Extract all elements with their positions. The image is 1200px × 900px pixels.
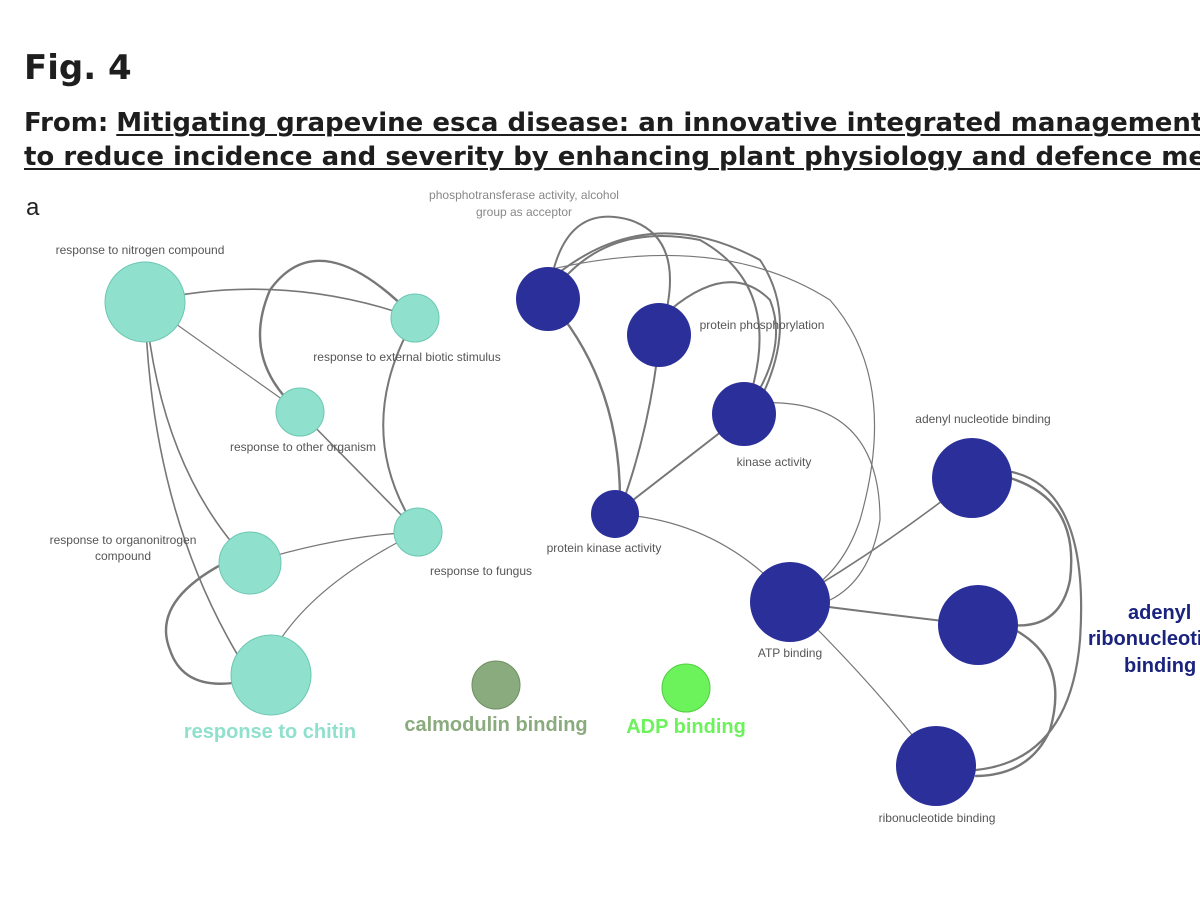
edge-external-other-organism — [258, 259, 417, 414]
label-protein-kinase-activity: protein kinase activity — [547, 541, 662, 555]
source-article: From:Mitigating grapevine esca disease: … — [24, 106, 1200, 174]
node-protein-phosphorylation[interactable] — [627, 303, 691, 367]
edge-fungus-chitin — [279, 531, 419, 641]
label-adenyl-nucleotide-binding: adenyl nucleotide binding — [915, 412, 1050, 426]
label-response-to-nitrogen-compound: response to nitrogen compound — [56, 243, 225, 257]
node-labels-large: response to chitin calmodulin binding AD… — [184, 602, 1200, 743]
edge-organonitrogen-chitin — [164, 558, 252, 685]
label-adenyl-ribonucleotide-line3: binding — [1124, 655, 1196, 677]
edge-other-organism-fungus — [299, 411, 419, 533]
node-atp-binding[interactable] — [750, 562, 830, 642]
edge-external-fungus — [382, 317, 419, 533]
label-response-to-external-biotic-stimulus: response to external biotic stimulus — [313, 350, 500, 364]
node-response-to-nitrogen-compound[interactable] — [104, 261, 186, 343]
label-response-to-other-organism: response to other organism — [230, 440, 376, 454]
node-response-to-chitin[interactable] — [230, 634, 312, 716]
from-prefix: From: — [24, 108, 109, 138]
panel-label: a — [26, 194, 40, 221]
node-kinase-activity[interactable] — [712, 382, 776, 446]
node-response-to-other-organism[interactable] — [275, 387, 325, 437]
edge-nitrogen-external — [144, 288, 416, 319]
edge-phosphotransferase-kinase — [547, 234, 761, 415]
label-protein-phosphorylation: protein phosphorylation — [700, 318, 825, 332]
edge-adenyl-ribonucleotide-ribonucleotide — [974, 628, 1057, 778]
edge-phosphotransferase-atp — [547, 254, 876, 601]
label-response-to-organonitrogen-line1: response to organonitrogen — [50, 533, 197, 547]
node-response-to-organonitrogen-compound[interactable] — [218, 531, 282, 595]
label-response-to-chitin: response to chitin — [184, 721, 356, 743]
label-adenyl-ribonucleotide-line2: ribonucleotide — [1088, 628, 1200, 650]
edge-adenyl-nucleotide-adenyl-ribonucleotide — [1008, 476, 1073, 627]
edge-nitrogen-chitin — [144, 301, 251, 676]
node-phosphotransferase-activity[interactable] — [516, 267, 580, 331]
edge-nitrogen-organonitrogen — [144, 301, 251, 564]
label-adenyl-ribonucleotide-line1: adenyl — [1128, 602, 1191, 624]
network-nodes — [104, 261, 1018, 806]
label-adp-binding: ADP binding — [626, 716, 746, 738]
edge-phosphorylation-kinase — [669, 281, 777, 415]
node-response-to-fungus[interactable] — [393, 507, 443, 557]
edge-phosphotransferase-phosphorylation — [547, 215, 671, 336]
edge-kinase-atp — [743, 402, 881, 601]
label-phosphotransferase-line1: phosphotransferase activity, alcohol — [429, 188, 619, 202]
label-response-to-organonitrogen-line2: compound — [95, 549, 151, 563]
article-title-link-line2[interactable]: to reduce incidence and severity by enha… — [24, 142, 1200, 172]
node-labels-small: response to nitrogen compound response t… — [50, 188, 1051, 825]
label-ribonucleotide-binding: ribonucleotide binding — [879, 811, 996, 825]
node-protein-kinase-activity[interactable] — [591, 490, 639, 538]
node-adenyl-ribonucleotide-binding[interactable] — [938, 585, 1018, 665]
node-response-to-external-biotic-stimulus[interactable] — [390, 293, 440, 343]
label-kinase-activity: kinase activity — [737, 455, 812, 469]
edge-phosphotransferase-kinase-2 — [555, 232, 781, 401]
label-phosphotransferase-line2: group as acceptor — [476, 205, 572, 219]
edge-adenyl-nucleotide-ribonucleotide — [974, 470, 1083, 772]
node-adenyl-nucleotide-binding[interactable] — [932, 438, 1012, 518]
node-ribonucleotide-binding[interactable] — [896, 726, 976, 806]
label-response-to-fungus: response to fungus — [430, 564, 532, 578]
node-adp-binding[interactable] — [661, 663, 711, 713]
node-calmodulin-binding[interactable] — [471, 660, 521, 710]
article-title-link-line1[interactable]: Mitigating grapevine esca disease: an in… — [116, 108, 1200, 138]
figure-label: Fig. 4 — [24, 48, 132, 88]
edge-phosphotransferase-protein-kinase — [546, 297, 622, 502]
label-calmodulin-binding: calmodulin binding — [404, 714, 587, 736]
label-atp-binding: ATP binding — [758, 646, 822, 660]
